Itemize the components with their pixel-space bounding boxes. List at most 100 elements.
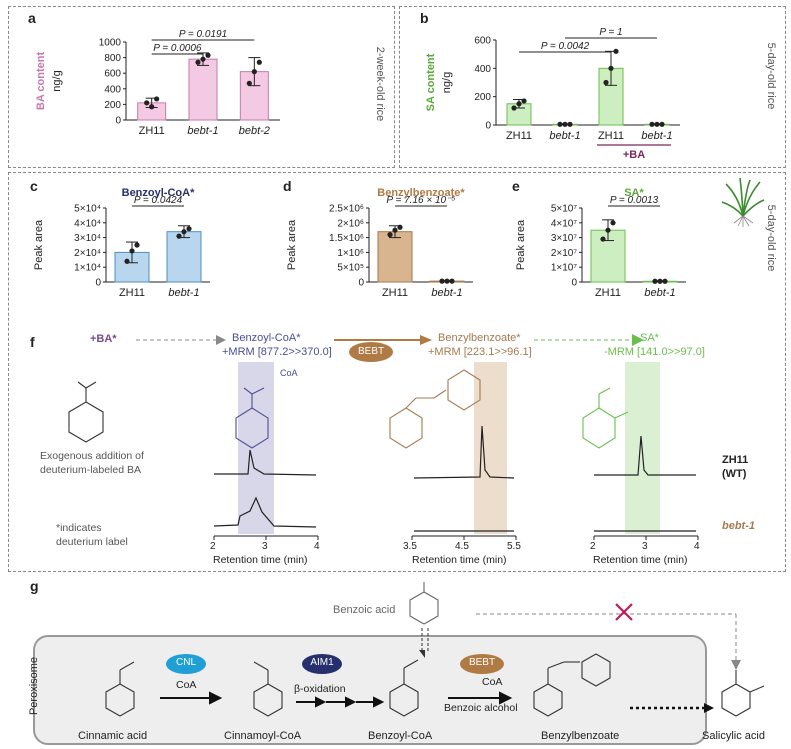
y-tick-label: 1×10⁴ xyxy=(74,263,101,274)
data-point xyxy=(246,80,252,86)
y-axis-unit: ng/g xyxy=(441,72,453,93)
rt-tick-3-0: 2 xyxy=(590,541,596,552)
side-label-5day-b: 5-day-old rice xyxy=(765,42,777,110)
y-tick-label: 2×10⁴ xyxy=(74,248,101,259)
data-point xyxy=(521,98,527,104)
cinnamic-acid-label: Cinnamic acid xyxy=(78,730,148,742)
data-point xyxy=(387,232,393,238)
data-point xyxy=(392,227,398,233)
bar xyxy=(166,231,202,283)
data-point xyxy=(608,65,614,71)
p-value-label: P = 1 xyxy=(599,27,622,38)
data-point xyxy=(567,121,573,127)
benzylbenzoate-structure xyxy=(389,369,481,449)
y-tick-label: 5×10⁷ xyxy=(551,204,578,215)
data-point xyxy=(511,105,517,111)
category-label: ZH11 xyxy=(595,287,621,299)
data-point xyxy=(654,121,660,127)
data-point xyxy=(181,229,187,235)
blocked-cross-icon xyxy=(615,603,633,621)
coa-label-f: CoA xyxy=(280,368,298,378)
data-point xyxy=(562,121,568,127)
y-axis-title: Peak area xyxy=(515,219,527,270)
data-point xyxy=(662,278,668,284)
data-point xyxy=(649,121,655,127)
data-point xyxy=(657,278,663,284)
side-label-2week: 2-week-old rice xyxy=(374,46,386,122)
cinnamoyl-coa-label: Cinnamoyl-CoA xyxy=(224,730,302,742)
note-line2: deuterium label xyxy=(56,536,128,548)
panel-f-chromatograms xyxy=(68,334,699,540)
panel-letter-g: g xyxy=(30,578,39,594)
chart-title: SA* xyxy=(624,187,644,199)
y-tick-label: 2×10⁶ xyxy=(337,218,364,229)
category-label: ZH11 xyxy=(506,130,532,142)
y-tick-label: 400 xyxy=(104,84,121,95)
rt-tick-3-1: 3 xyxy=(642,541,648,552)
category-label: ZH11 xyxy=(119,287,145,299)
panel-letter-e: e xyxy=(512,178,520,194)
rice-plant-icon xyxy=(721,177,765,227)
data-point xyxy=(134,242,140,248)
cnl-label: CNL xyxy=(176,657,197,668)
bebt-badge-f xyxy=(349,342,393,362)
panel-a-box xyxy=(8,6,395,168)
panel-b-box xyxy=(399,6,786,168)
y-tick-label: 1000 xyxy=(99,38,122,49)
category-label: ZH11 xyxy=(598,130,624,142)
data-point xyxy=(444,278,450,284)
p-value-label: P = 0.0006 xyxy=(153,43,202,54)
panel-cf-box xyxy=(8,172,786,572)
data-point xyxy=(144,100,150,106)
data-point xyxy=(557,121,563,127)
y-tick-label: 600 xyxy=(474,36,491,47)
benzoyl-coa-mrm: +MRM [877.2>>370.0] xyxy=(222,346,332,358)
benzylbenzoate-mrm: +MRM [223.1>>96.1] xyxy=(428,346,532,358)
wt-label-f: (WT) xyxy=(722,468,747,480)
y-tick-label: 4×10⁴ xyxy=(74,218,101,229)
coa-cnl-label: CoA xyxy=(176,679,197,691)
note-line1: *indicates xyxy=(56,522,102,534)
benzoic-acid-top-label: Benzoic acid xyxy=(333,604,396,616)
bebt1-label-f: bebt-1 xyxy=(722,520,755,532)
bar xyxy=(188,58,218,121)
data-point xyxy=(251,69,257,75)
y-tick-label: 0 xyxy=(115,116,121,127)
y-axis-title: SA content xyxy=(425,53,437,111)
data-point xyxy=(516,101,522,107)
p-value-label: P = 0.0191 xyxy=(179,29,227,40)
data-point xyxy=(439,278,445,284)
trace-benzoyl-wt xyxy=(214,449,317,476)
bebt-badge-f-label: BEBT xyxy=(358,346,385,357)
y-tick-label: 400 xyxy=(474,64,491,75)
y-axis-unit: ng/g xyxy=(51,70,63,91)
data-point xyxy=(603,79,609,86)
data-point xyxy=(200,56,206,62)
sa-star-mrm: -MRM [141.0>>97.0] xyxy=(604,346,705,358)
rt-tick-2-2: 5.5 xyxy=(507,541,521,552)
benzoic-alcohol-label: Benzoic alcohol xyxy=(444,702,518,714)
rt-tick-2-1: 4.5 xyxy=(455,541,469,552)
category-label: bebt-1 xyxy=(168,287,199,299)
y-tick-label: 0 xyxy=(358,278,364,289)
bar xyxy=(598,67,624,126)
category-label: ZH11 xyxy=(139,125,165,137)
y-tick-label: 1×10⁶ xyxy=(337,248,364,259)
rt-tick-1-0: 2 xyxy=(210,541,216,552)
chart-title: Benzoyl-CoA* xyxy=(122,187,195,199)
y-tick-label: 0 xyxy=(571,278,577,289)
benzylbenzoate-label-g: Benzylbenzoate xyxy=(541,730,620,742)
aim1-label: AIM1 xyxy=(310,657,334,668)
sa-structure xyxy=(582,387,629,449)
p-value-label: P = 0.0424 xyxy=(134,195,183,206)
beta-oxidation-label: β-oxidation xyxy=(294,683,346,695)
y-tick-label: 2.5×10⁶ xyxy=(329,204,364,215)
data-point xyxy=(397,224,403,230)
salicylic-acid-label: Salicylic acid xyxy=(702,730,765,742)
data-point xyxy=(610,220,616,226)
y-axis-title: Peak area xyxy=(33,219,45,270)
data-point xyxy=(149,104,155,110)
aim1-badge xyxy=(302,654,342,674)
